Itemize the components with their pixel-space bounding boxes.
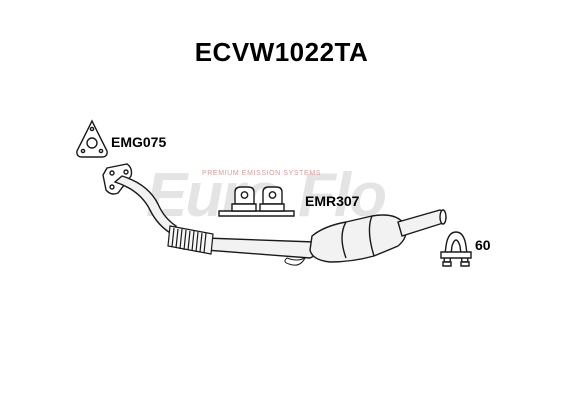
- tail-pipe-icon: [397, 209, 447, 237]
- watermark-brand-left: Euro: [146, 161, 281, 230]
- clamp-icon: [440, 231, 472, 267]
- rubber-hanger-label: EMR307: [305, 193, 360, 209]
- rubber-hanger-icon: [218, 186, 295, 217]
- gasket-icon: [76, 119, 108, 158]
- hanger-wire-icon: [284, 256, 307, 266]
- catalytic-converter-icon: [309, 214, 407, 263]
- pipe-icon: [113, 175, 323, 259]
- clamp-label: 60: [475, 237, 491, 253]
- part-number-title: ECVW1022TA: [194, 37, 369, 67]
- front-flange-icon: [102, 163, 133, 195]
- gasket-label: EMG075: [111, 134, 167, 150]
- watermark-tagline: PREMIUM EMISSION SYSTEMS: [202, 170, 322, 177]
- flexi-joint-icon: [167, 225, 214, 255]
